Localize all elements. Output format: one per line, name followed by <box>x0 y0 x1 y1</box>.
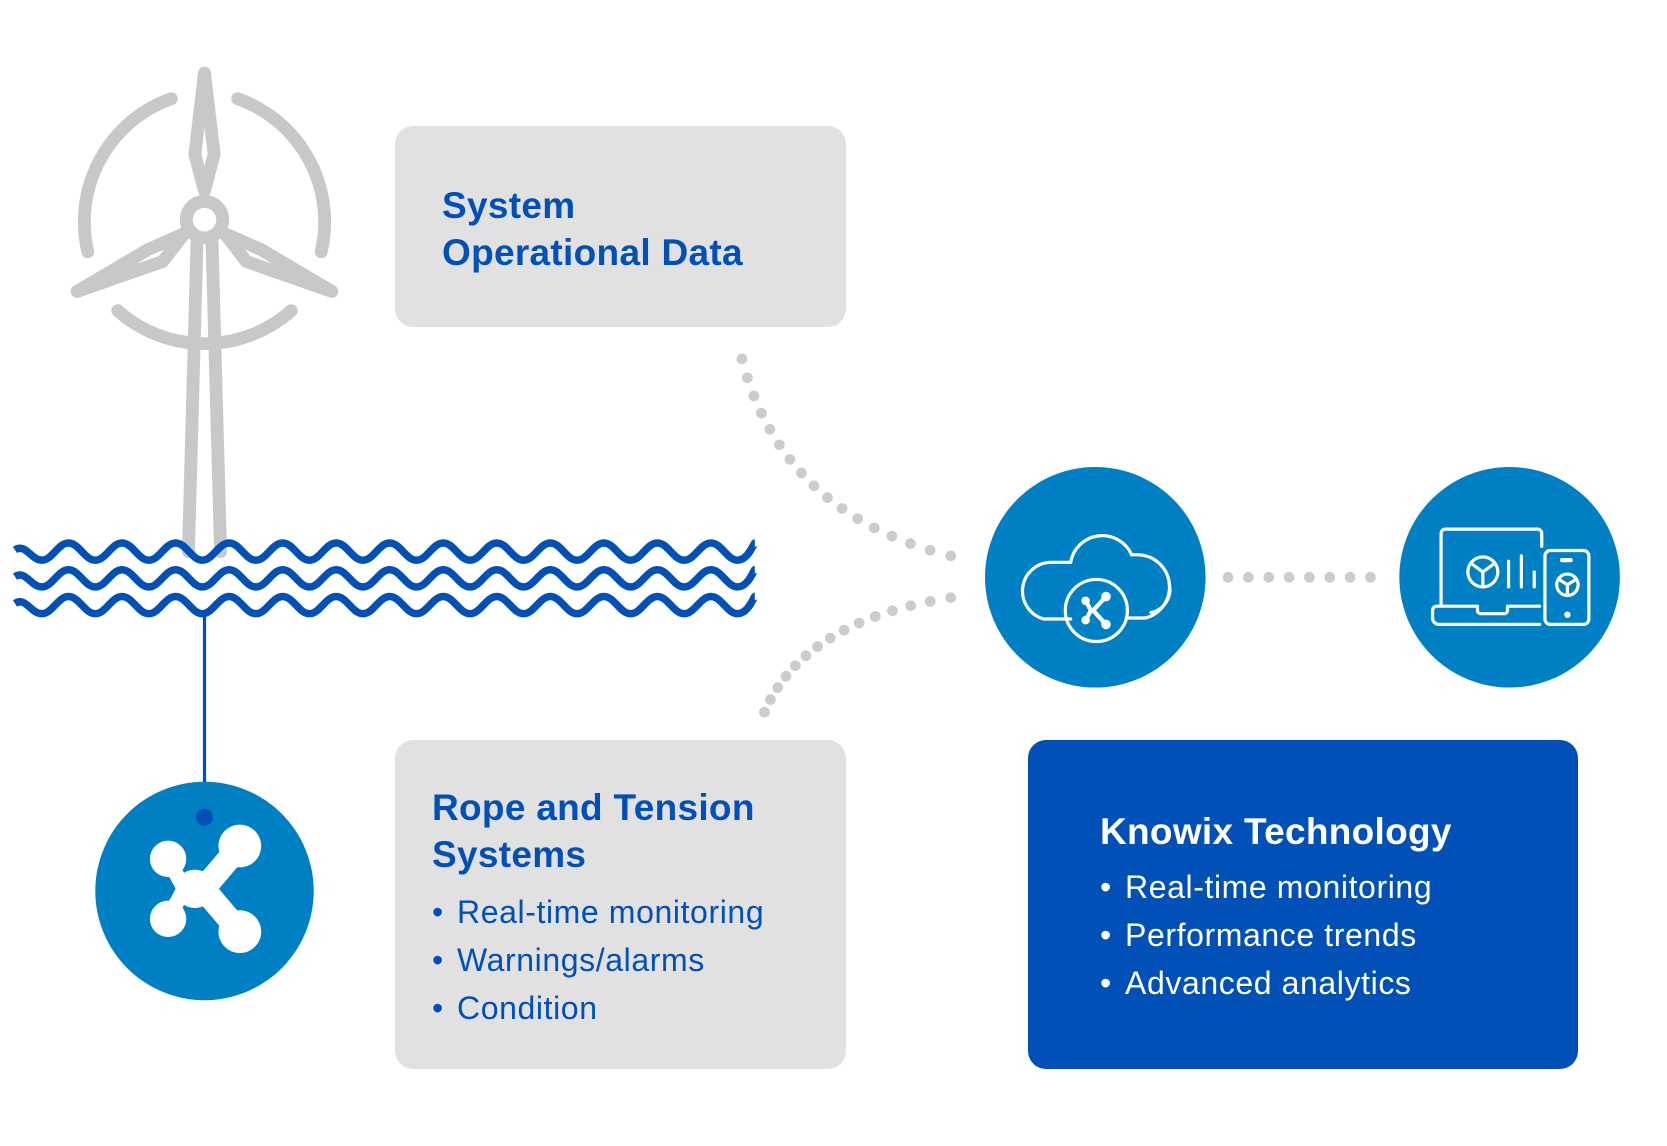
connector-dot-rope <box>800 650 812 662</box>
connector-dot-system <box>756 407 767 419</box>
knowix-box-title: Knowix Technology <box>1100 811 1452 852</box>
bullet-icon: • <box>1100 917 1112 953</box>
turbine-blade-left <box>70 227 191 298</box>
cloud-network-icon <box>1020 534 1172 644</box>
system-box-title-line1: System <box>442 185 576 226</box>
list-item: • Real-time monitoring <box>432 888 846 936</box>
turbine-arc-right <box>231 92 332 259</box>
connector-dot-devices <box>1222 571 1234 583</box>
connector-dot-rope <box>905 600 917 612</box>
connector-dot-devices <box>1365 571 1376 583</box>
list-item-text: Advanced analytics <box>1125 965 1412 1001</box>
connector-dot-system <box>905 538 916 550</box>
sensor-node <box>95 781 314 1001</box>
connector-dot-system <box>784 453 796 465</box>
wave-line-1 <box>12 539 759 564</box>
wind-turbine-icon <box>70 66 339 559</box>
connector-dot-system <box>924 544 936 556</box>
list-item: • Advanced analytics <box>1100 959 1578 1007</box>
connector-dot-devices <box>1263 571 1275 583</box>
devices-node <box>1399 467 1620 688</box>
system-operational-data-box: System Operational Data <box>395 126 846 327</box>
connector-dot-system <box>836 503 848 514</box>
connector-dot-rope <box>759 706 770 718</box>
connector-dot-devices <box>1243 571 1254 583</box>
connector-dot-rope <box>765 694 776 705</box>
connector-dot-system <box>748 390 760 402</box>
bullet-icon: • <box>432 942 444 978</box>
list-item: • Condition <box>432 984 846 1032</box>
list-item-text: Performance trends <box>1125 917 1417 953</box>
cloud-node <box>984 467 1206 688</box>
bullet-icon: • <box>432 990 444 1026</box>
list-item: • Performance trends <box>1100 911 1578 959</box>
connector-dot-rope <box>780 670 792 682</box>
turbine-hub <box>179 195 230 245</box>
turbine-blade-top <box>188 66 221 198</box>
connector-dot-system <box>774 439 785 451</box>
turbine-blade-right <box>218 227 339 298</box>
rope-box-title-line1: Rope and Tension <box>432 787 755 828</box>
knowix-box-list: • Real-time monitoring • Performance trend… <box>1100 863 1578 1007</box>
list-item-text: Real-time monitoring <box>1125 869 1433 905</box>
list-item-text: Real-time monitoring <box>457 894 765 930</box>
list-item-text: Warnings/alarms <box>457 942 705 978</box>
wave-line-3 <box>12 592 759 618</box>
connector-dot-rope <box>772 682 784 693</box>
connector-dot-system <box>808 480 820 492</box>
turbine-arc-left <box>77 92 178 259</box>
list-item-text: Condition <box>457 990 598 1026</box>
connector-dot-rope <box>945 592 957 603</box>
connector-dot-system <box>945 550 957 562</box>
connector-end-dot <box>195 808 214 826</box>
connector-dot-system <box>886 530 898 542</box>
connector-dot-rope <box>853 617 865 629</box>
connector-dot-rope <box>838 624 850 636</box>
dotted-connectors <box>736 353 1376 718</box>
connector-dot-devices <box>1324 571 1336 583</box>
bullet-icon: • <box>1100 869 1112 905</box>
rope-box-title: Rope and Tension Systems <box>432 784 846 878</box>
connector-dot-devices <box>1283 571 1295 583</box>
sea-waves-icon <box>12 539 759 618</box>
connector-dot-rope <box>887 605 898 617</box>
connector-dot-rope <box>790 660 801 672</box>
system-box-title: System Operational Data <box>442 182 846 276</box>
connector-dot-rope <box>869 611 881 622</box>
connector-dot-system <box>742 372 753 384</box>
bullet-icon: • <box>1100 965 1112 1001</box>
connector-dot-rope <box>824 632 836 644</box>
rope-box-title-line2: Systems <box>432 834 587 875</box>
connector-dot-rope <box>812 641 823 652</box>
wave-line-2 <box>12 566 759 591</box>
connector-dot-system <box>868 522 880 534</box>
laptop-phone-dashboard-icon <box>1430 527 1591 626</box>
list-item: • Warnings/alarms <box>432 936 846 984</box>
turbine-arc-bottom <box>111 304 298 351</box>
knowix-logo-icon <box>149 824 262 954</box>
rope-box-list: • Real-time monitoring • Warnings/alarms •… <box>432 888 846 1032</box>
connector-dot-system <box>822 492 833 503</box>
knowix-technology-box: Knowix Technology • Real-time monitoring … <box>1028 740 1578 1069</box>
bullet-icon: • <box>432 894 444 930</box>
connector-dot-devices <box>1304 571 1315 583</box>
connector-dot-rope <box>924 595 936 607</box>
connector-dot-system <box>764 424 776 435</box>
connector-dot-devices <box>1344 571 1356 583</box>
connector-dot-system <box>852 513 864 525</box>
connector-dot-system <box>796 467 807 479</box>
rope-tension-systems-box: Rope and Tension Systems • Real-time moni… <box>395 740 846 1069</box>
turbine-tower <box>182 234 227 559</box>
cloud-circle <box>984 467 1206 688</box>
connector-dot-system <box>736 353 748 365</box>
system-box-title-line2: Operational Data <box>442 232 743 273</box>
list-item: • Real-time monitoring <box>1100 863 1578 911</box>
